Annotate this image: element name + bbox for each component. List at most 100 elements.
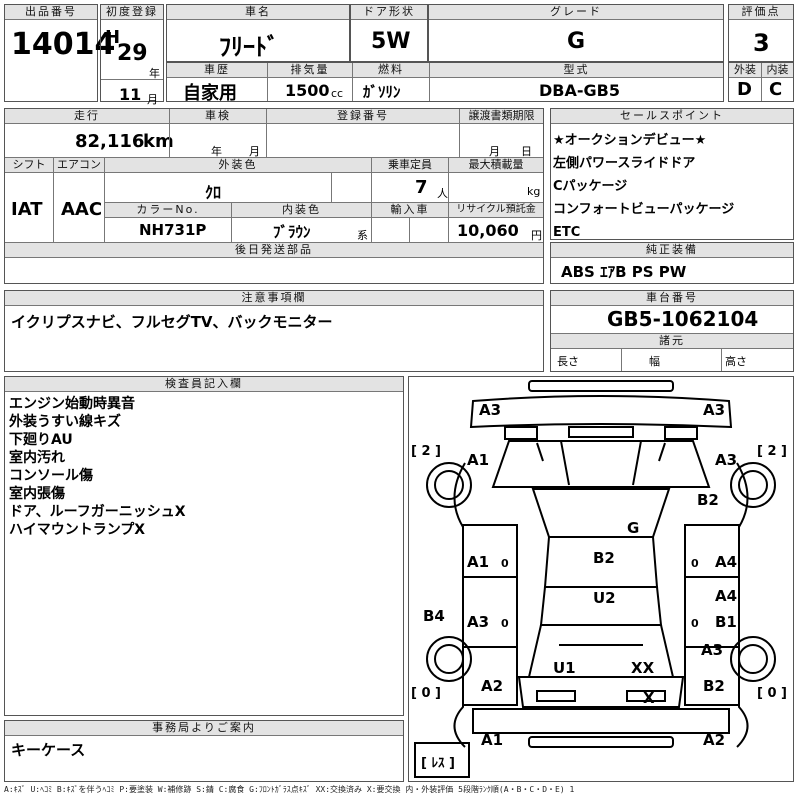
- year: 29: [117, 41, 148, 66]
- inspector-note: 下廻りAU: [9, 432, 73, 448]
- interior-color-label: 内装色: [232, 203, 371, 218]
- mark-door-l1: A1: [467, 553, 489, 571]
- interior-color-suffix: 系: [357, 229, 368, 242]
- mark-zero-rl-a: 0: [501, 617, 509, 630]
- displacement: 1500: [285, 81, 330, 100]
- inspector-note: 外装うすい線キズ: [9, 414, 121, 430]
- mark-door-r1: A4: [715, 553, 737, 571]
- mark-hood-g: G: [627, 519, 639, 537]
- equipment-box: 純正装備 ABS ｴｱB PS PW: [550, 242, 794, 284]
- capacity: 7: [415, 177, 428, 198]
- inspection-label: 車検: [170, 109, 266, 124]
- mark-front-left: A3: [479, 401, 501, 419]
- mark-front-right: A3: [703, 401, 725, 419]
- exterior-label: 外装: [729, 63, 761, 78]
- max-load-label: 最大積載量: [449, 158, 543, 173]
- inspector-note: 室内張傷: [9, 486, 65, 502]
- mark-zero-rl-b: 0: [691, 617, 699, 630]
- recycle-fee: 10,060: [457, 221, 519, 240]
- mark-door-r2b: B1: [715, 613, 737, 631]
- mark-rear-fender-right: B2: [703, 677, 725, 695]
- inspection-month-unit: 月: [249, 145, 260, 158]
- office-label: 事務局よりご案内: [5, 721, 403, 736]
- inspector-note: エンジン始動時異音: [9, 396, 135, 412]
- later-parts-label: 後日発送部品: [5, 243, 543, 258]
- chassis-label: 車台番号: [551, 291, 793, 306]
- mark-rear-right: A3: [701, 641, 723, 659]
- tire-front-right: [ 2 ]: [757, 444, 787, 459]
- color-label: 外装色: [105, 158, 371, 173]
- car-diagram: A3 A3 A1 A3 B2 G A1 0 A4 0 B2 U2 A4 B1 B…: [408, 376, 794, 782]
- color-no: NH731P: [139, 221, 207, 239]
- mark-b4-left: B4: [423, 607, 445, 625]
- sales-point-line: 左側パワースライドドア: [553, 156, 696, 171]
- mileage-unit: km: [143, 131, 174, 152]
- import-label: 輸入車: [372, 203, 448, 218]
- sales-points-label: セールスポイント: [551, 109, 793, 124]
- color: ｸﾛ: [205, 183, 222, 202]
- inspection-year-unit: 年: [211, 145, 222, 158]
- sales-point-line: ★オークションデビュー★: [553, 133, 707, 148]
- mark-zero-fl-b: 0: [691, 557, 699, 570]
- first-registration-label: 初度登録: [101, 5, 163, 20]
- model: DBA-GB5: [539, 81, 620, 100]
- ext-int-box: 外装 内装 D C: [728, 62, 794, 102]
- inspector-note: ドア、ルーフガーニッシュX: [9, 504, 186, 520]
- mark-rear-bumper-left: A1: [481, 731, 503, 749]
- transfer-month-unit: 月: [489, 145, 500, 158]
- history-row: 車歴 自家用 排気量 1500 cc 燃料 ｶﾞｿﾘﾝ 型式 DBA-GB5: [166, 62, 724, 104]
- score-label: 評価点: [729, 5, 793, 20]
- ac-label: エアコン: [54, 158, 104, 173]
- displacement-label: 排気量: [268, 63, 352, 78]
- month: 11: [119, 85, 142, 104]
- door-box: ドア形状 5W: [350, 4, 428, 62]
- history: 自家用: [183, 83, 237, 104]
- grade: G: [567, 29, 586, 54]
- model-label: 型式: [430, 63, 723, 78]
- mark-zero-fl-a: 0: [501, 557, 509, 570]
- displacement-unit: cc: [331, 87, 344, 100]
- details-block: 走行 82,116 km 車検 年 月 登録番号 譲渡書類期限 月 日 シフト …: [4, 108, 544, 284]
- sales-points-list: ★オークションデビュー★ 左側パワースライドドア Cパッケージ コンフォートビュ…: [553, 129, 734, 244]
- door-type: 5W: [371, 29, 411, 54]
- fuel-label: 燃料: [353, 63, 429, 78]
- lot-number: 14014: [11, 27, 116, 62]
- lot-number-box: 出品番号 14014: [4, 4, 115, 102]
- chassis-number: GB5-1062104: [607, 307, 759, 331]
- exterior-grade: D: [737, 79, 752, 100]
- car-diagram-svg: A3 A3 A1 A3 B2 G A1 0 A4 0 B2 U2 A4 B1 B…: [411, 380, 787, 778]
- tire-rear-left: [ 0 ]: [411, 686, 441, 701]
- history-label: 車歴: [167, 63, 267, 78]
- inspector-box: 検査員記入欄 エンジン始動時異音 外装うすい線キズ 下廻りAU 室内汚れ コンソ…: [4, 376, 404, 716]
- capacity-label: 乗車定員: [372, 158, 448, 173]
- mark-fender-left: A1: [467, 451, 489, 469]
- score: 3: [753, 29, 770, 57]
- caution-box: 注意事項欄 イクリプスナビ、フルセグTV、バックモニター: [4, 290, 544, 372]
- tire-front-left: [ 2 ]: [411, 444, 441, 459]
- sales-point-line: コンフォートビューパッケージ: [553, 202, 735, 217]
- sales-points-box: セールスポイント ★オークションデビュー★ 左側パワースライドドア Cパッケージ…: [550, 108, 794, 240]
- shift: IAT: [11, 199, 43, 220]
- office-box: 事務局よりご案内 キーケース: [4, 720, 404, 782]
- inspector-note: 室内汚れ: [9, 450, 65, 466]
- capacity-unit: 人: [437, 187, 448, 200]
- sales-point-line: Cパッケージ: [553, 179, 628, 194]
- color-no-label: カラーNo.: [105, 203, 231, 218]
- month-unit: 月: [147, 93, 158, 106]
- recycle-label: リサイクル預託金: [449, 203, 543, 218]
- legend: A:ｷｽﾞ U:ﾍｺﾐ B:ｷｽﾞを伴うﾍｺﾐ P:要塗装 W:補修跡 S:錆 …: [4, 785, 575, 794]
- era: H: [105, 27, 121, 48]
- mark-roof-b2: B2: [593, 549, 615, 567]
- specs-label: 諸元: [551, 333, 793, 349]
- equipment-label: 純正装備: [551, 243, 793, 258]
- sales-point-line: ETC: [553, 225, 581, 240]
- tire-rear-right: [ 0 ]: [757, 686, 787, 701]
- ac: AAC: [61, 199, 103, 220]
- interior-label: 内装: [762, 63, 793, 78]
- inspector-label: 検査員記入欄: [5, 377, 403, 392]
- max-load-unit: kg: [527, 185, 541, 198]
- mark-fender-right: A3: [715, 451, 737, 469]
- spec-height: 高さ: [725, 355, 747, 368]
- first-registration-box: 初度登録 H 29 年 11 月: [100, 4, 164, 106]
- score-box: 評価点 3: [728, 4, 794, 62]
